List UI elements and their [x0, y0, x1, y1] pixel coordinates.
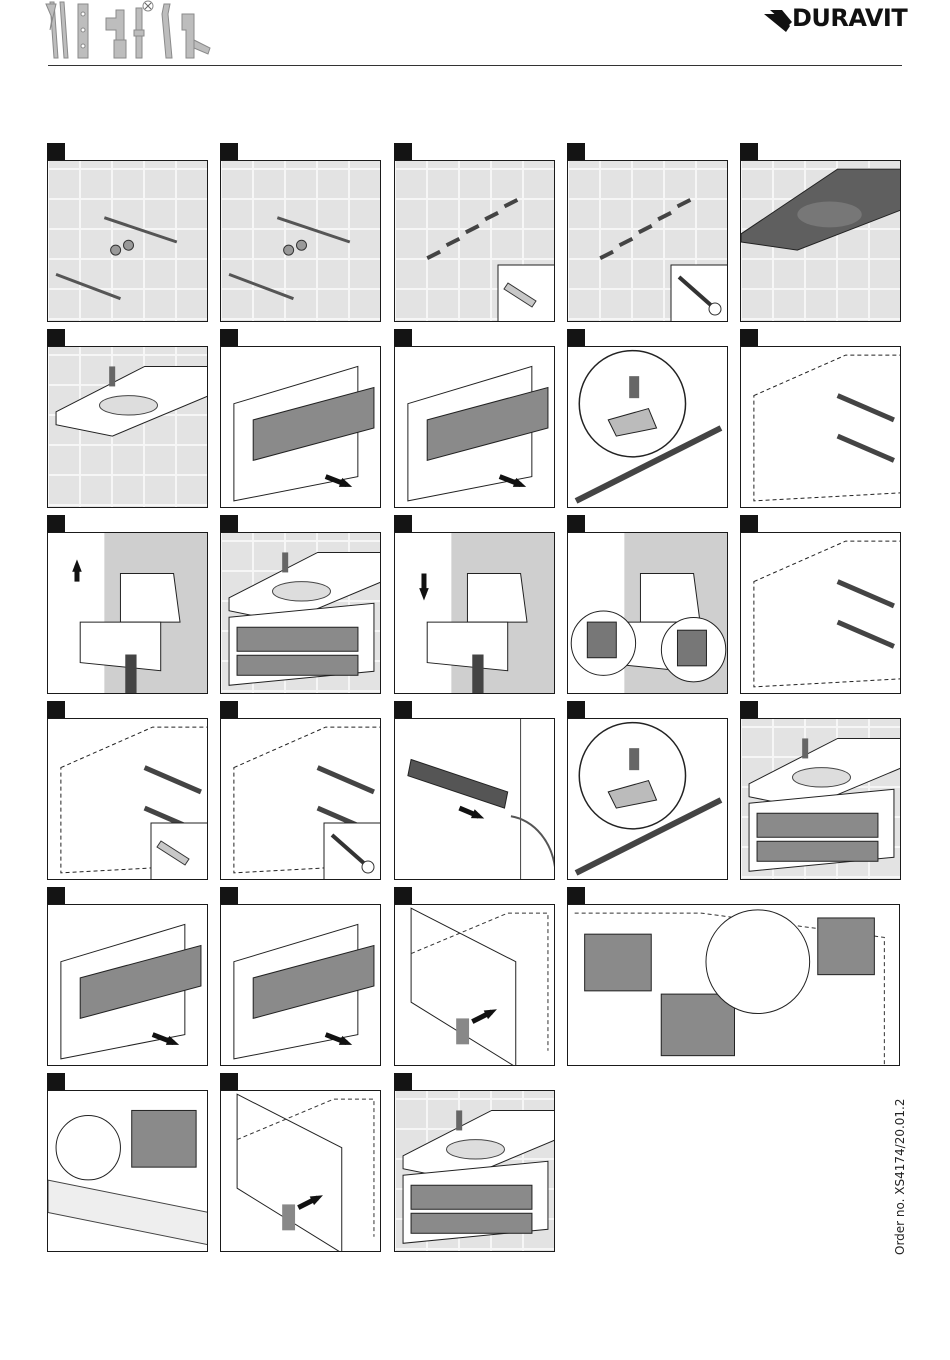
step-illustration: [47, 346, 208, 508]
cabinet-with-basin-illustration: [221, 533, 381, 694]
step-illustration: [394, 160, 555, 322]
cabinet-wall-screw-illustration: [221, 719, 381, 880]
step-marker: [394, 701, 412, 718]
step-illustration: [47, 1090, 208, 1252]
order-number: Order no. XS4174/20.01.2: [893, 1098, 907, 1255]
step-illustration: [740, 532, 901, 694]
front-adjustment-illustration: [568, 905, 900, 1066]
runner-push-illustration: [395, 719, 555, 880]
screws-inserted-illustration: [568, 161, 728, 322]
step-marker: [394, 143, 412, 160]
side-panel-fix-illustration: [395, 905, 555, 1066]
drawer-removal-illustration: [395, 347, 555, 508]
step-marker: [220, 1073, 238, 1090]
step-marker: [394, 329, 412, 346]
step-illustration: [47, 532, 208, 694]
step-marker: [567, 515, 585, 532]
drawer-clip-engage-illustration: [568, 719, 728, 880]
step-marker: [220, 143, 238, 160]
drawer-insert-illustration: [48, 905, 208, 1066]
step-illustration: [567, 346, 728, 508]
step-illustration: [567, 904, 900, 1066]
step-marker: [740, 329, 758, 346]
wall-plugs-inserted-illustration: [395, 161, 555, 322]
basin-with-tap-and-siphon-illustration: [48, 347, 208, 508]
step-illustration: [220, 532, 381, 694]
step-marker: [567, 143, 585, 160]
drawer-clip-release-illustration: [568, 347, 728, 508]
step-illustration: [567, 160, 728, 322]
step-marker: [394, 887, 412, 904]
step-illustration: [220, 346, 381, 508]
step-illustration: [47, 718, 208, 880]
step-marker: [567, 329, 585, 346]
step-illustration: [220, 904, 381, 1066]
step-marker: [740, 701, 758, 718]
bracket-adjust-down-illustration: [395, 533, 555, 694]
step-marker: [394, 1073, 412, 1090]
step-illustration: [567, 718, 728, 880]
step-illustration: [394, 718, 555, 880]
step-marker: [220, 701, 238, 718]
step-marker: [740, 143, 758, 160]
drawer-front-adjust-illustration: [48, 1091, 208, 1252]
vanity-drawers-closed-illustration: [741, 719, 901, 880]
step-marker: [47, 887, 65, 904]
step-illustration: [47, 160, 208, 322]
cabinet-runners-illustration: [741, 347, 901, 508]
silicone-seal-illustration: [395, 1091, 555, 1252]
step-marker: [47, 143, 65, 160]
bracket-depth-height-illustration: [568, 533, 728, 694]
wall-tiles-drill-marks-illustration: [48, 161, 208, 322]
step-illustration: [567, 532, 728, 694]
step-illustration: [394, 904, 555, 1066]
step-marker: [394, 515, 412, 532]
wall-drilling-illustration: [221, 161, 381, 322]
step-marker: [220, 329, 238, 346]
step-illustration: [394, 532, 555, 694]
step-illustration: [220, 160, 381, 322]
step-illustration: [740, 160, 901, 322]
step-illustration: [394, 1090, 555, 1252]
vanity-drawers-open-illustration: [221, 347, 381, 508]
step-marker: [220, 515, 238, 532]
step-marker: [220, 887, 238, 904]
step-illustration: [740, 346, 901, 508]
step-marker: [47, 515, 65, 532]
side-panel-detail-illustration: [221, 1091, 381, 1252]
step-illustration: [394, 346, 555, 508]
step-marker: [47, 701, 65, 718]
cabinet-wall-plug-illustration: [48, 719, 208, 880]
basin-top-view-illustration: [741, 161, 901, 322]
drawer-runners-out-illustration: [221, 905, 381, 1066]
step-marker: [567, 887, 585, 904]
step-marker: [567, 701, 585, 718]
step-illustration: [47, 904, 208, 1066]
step-marker: [47, 329, 65, 346]
step-illustration: [220, 718, 381, 880]
cabinet-pipe-outline-illustration: [741, 533, 901, 694]
step-marker: [740, 515, 758, 532]
step-illustration: [220, 1090, 381, 1252]
bracket-adjust-up-illustration: [48, 533, 208, 694]
step-illustration: [740, 718, 901, 880]
step-marker: [47, 1073, 65, 1090]
